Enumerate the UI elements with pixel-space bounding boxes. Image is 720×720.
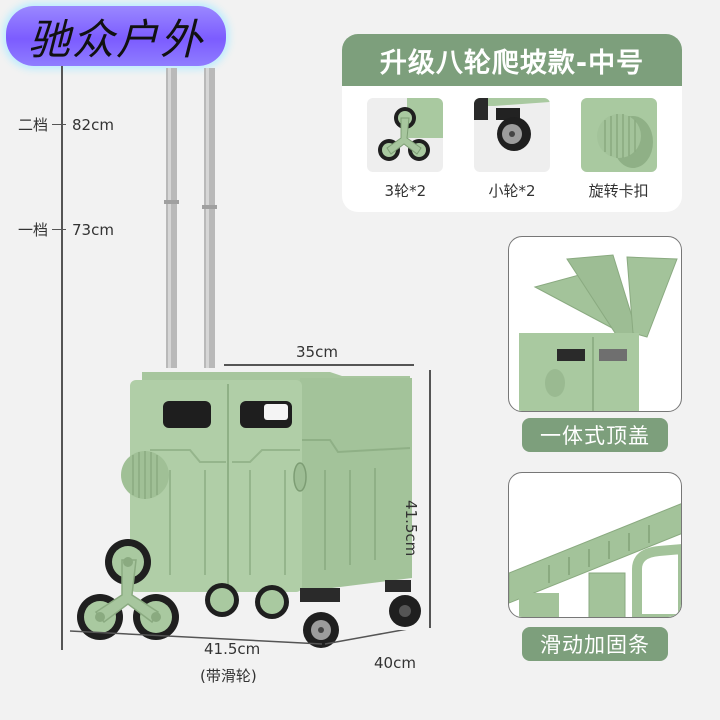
- dimension-bottom-lines: [69, 630, 407, 645]
- handle-height-gear1: 一档 73cm: [18, 219, 114, 240]
- cart-illustration: [77, 68, 421, 648]
- dimension-bottom-width-note: (带滑轮): [200, 667, 257, 685]
- feature-image-lid: [508, 236, 682, 412]
- handle-height-gear2: 二档 82cm: [18, 114, 114, 135]
- gear-label: 二档: [18, 116, 49, 134]
- brand-name: 驰众户外: [27, 14, 204, 64]
- spec-item-rotary-buckle: 旋转卡扣: [580, 98, 658, 201]
- spec-card: 升级八轮爬坡款-中号 3轮*2: [342, 34, 682, 212]
- dimension-bottom-width: 41.5cm: [204, 640, 261, 658]
- dimension-top-width-line: [224, 364, 414, 366]
- dimension-height-line: [429, 370, 431, 628]
- tri-wheel-cluster: [77, 539, 179, 640]
- dimension-top-width: 35cm: [296, 343, 338, 361]
- height-ruler-line: [61, 66, 63, 650]
- tri-wheel-icon: [367, 98, 444, 172]
- rotary-buckle-icon: [580, 98, 657, 172]
- feature-label-bar: 滑动加固条: [522, 627, 668, 661]
- feature-label-lid: 一体式顶盖: [522, 418, 668, 452]
- feature-image-bar: [508, 472, 682, 618]
- gear-height: 82cm: [72, 115, 114, 134]
- brand-badge: 驰众户外: [6, 6, 226, 66]
- dimension-height: 41.5cm: [402, 500, 420, 557]
- caster-wheel-icon: [473, 98, 550, 172]
- gear-height: 73cm: [72, 220, 114, 239]
- spec-item-label: 旋转卡扣: [588, 182, 649, 200]
- spec-item-tri-wheel: 3轮*2: [366, 98, 444, 201]
- spec-item-label: 3轮*2: [384, 182, 427, 200]
- spec-card-title: 升级八轮爬坡款-中号: [342, 34, 682, 86]
- spec-item-caster-wheel: 小轮*2: [473, 98, 551, 201]
- spec-item-label: 小轮*2: [488, 182, 536, 200]
- dimension-depth: 40cm: [374, 654, 416, 672]
- gear-label: 一档: [18, 221, 49, 239]
